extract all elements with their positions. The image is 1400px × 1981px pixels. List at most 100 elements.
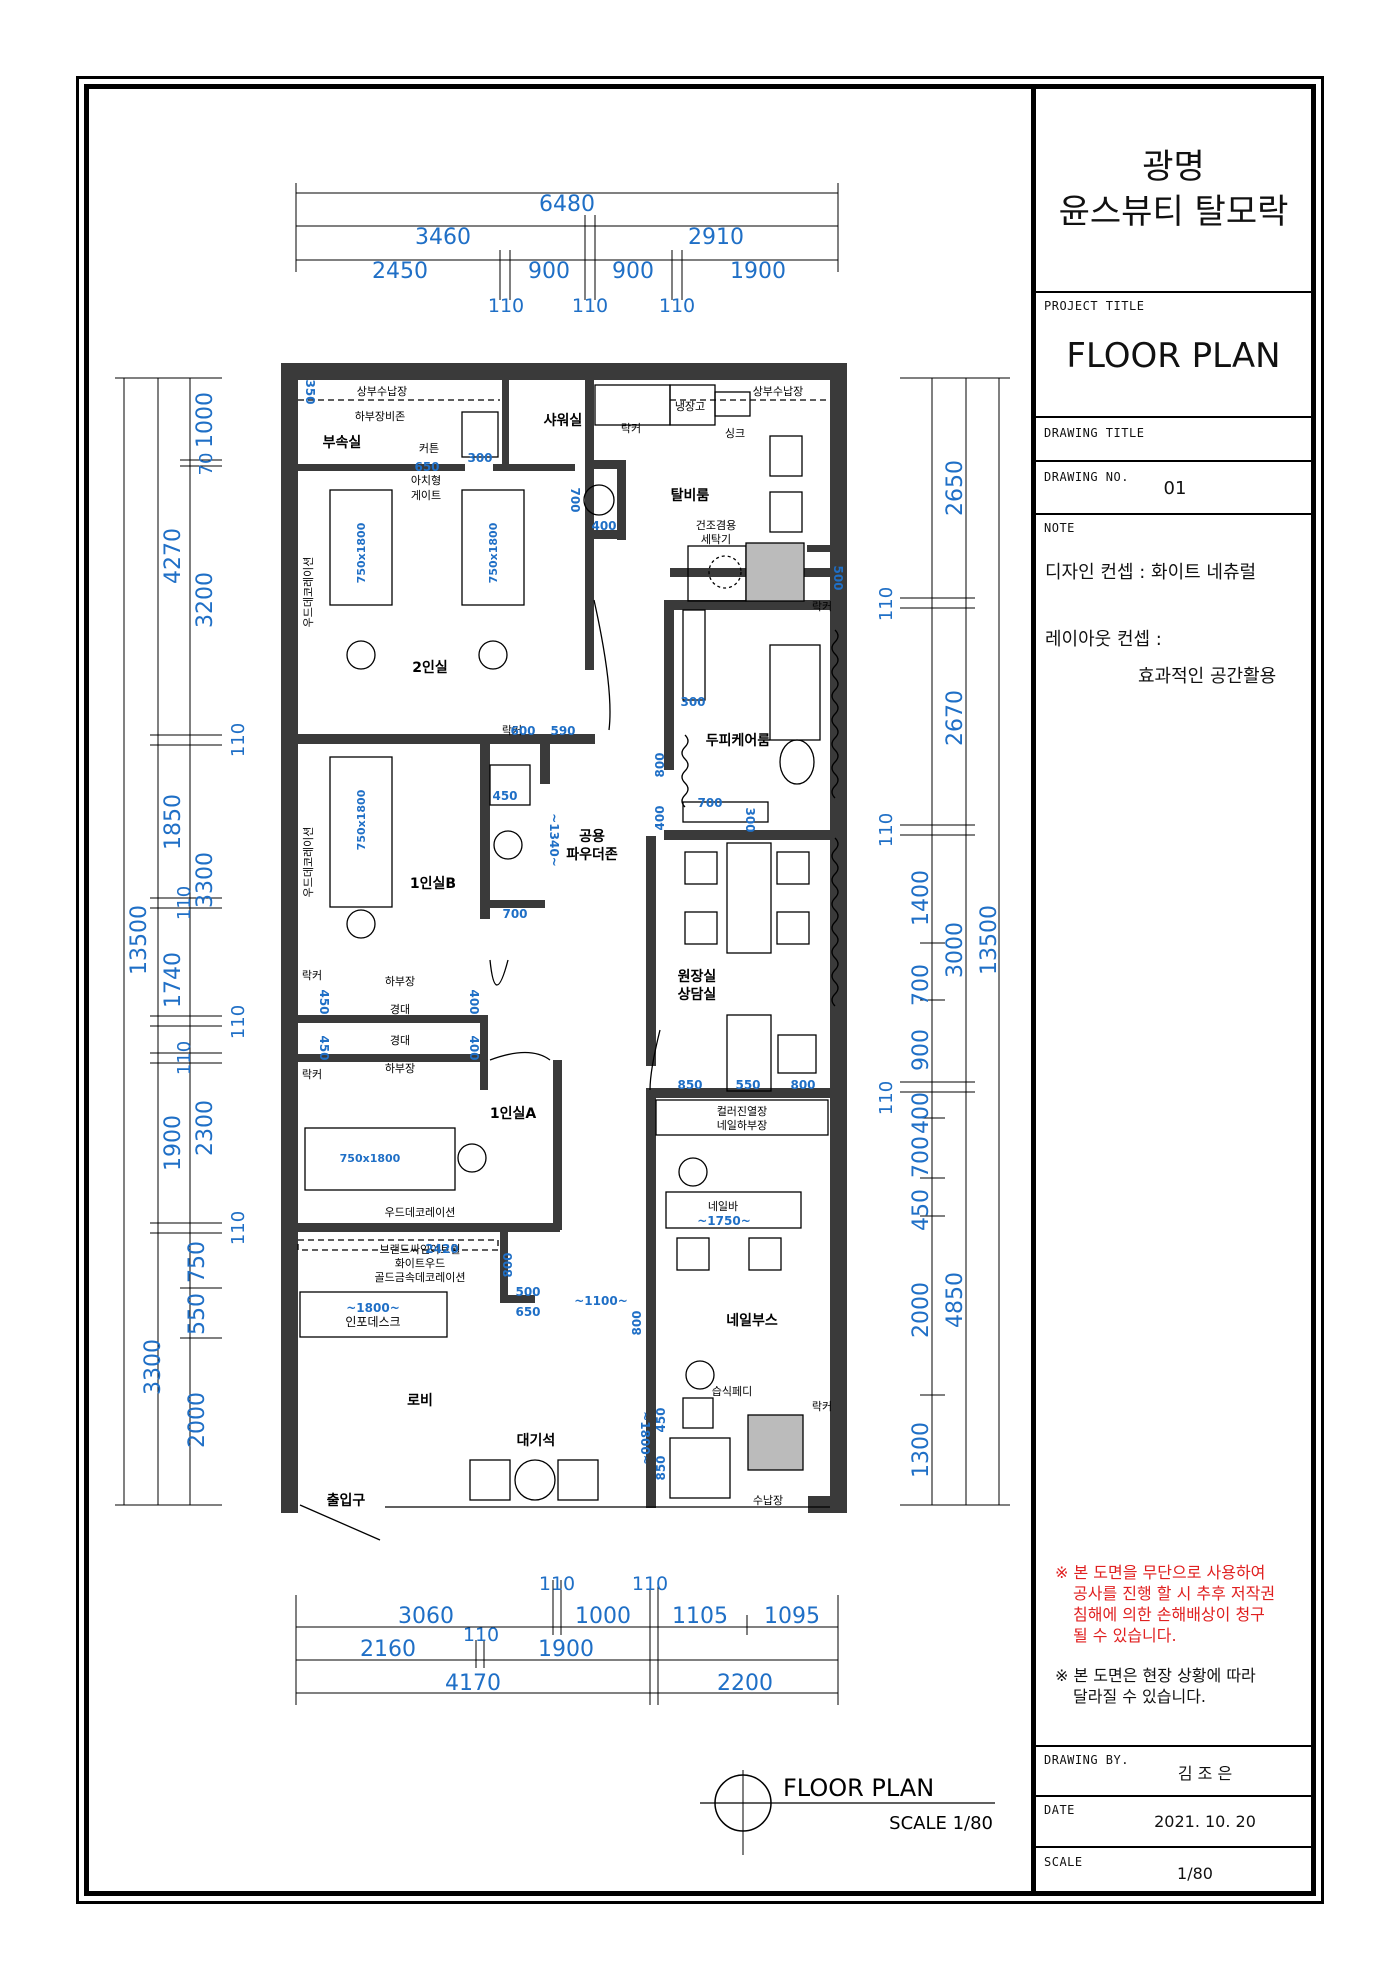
label-wood-deco: 우드데코레이션 (302, 827, 315, 898)
dim-left: 70 (196, 453, 217, 476)
title-block (1031, 84, 1316, 1896)
dim-bottom-seg: 4170 (445, 1671, 501, 1696)
dim-right-wall: 110 (876, 1081, 897, 1115)
dim-small: 700 (568, 487, 582, 512)
small-dimensions: 650 300 400 600 590 450 700 300 700 850 … (303, 379, 845, 1480)
room-nail: 네일부스 (726, 1313, 778, 1329)
notice-line: 달라질 수 있습니다. (1073, 1687, 1207, 1706)
scale-label: SCALE (1044, 1855, 1083, 1869)
dim-small: 2420 (425, 1242, 458, 1256)
room-office-2: 상담실 (678, 986, 717, 1003)
dim-small: 700 (502, 907, 527, 921)
label-locker: 락커 (502, 724, 522, 737)
dim-left-wall: 110 (174, 1041, 195, 1075)
dim-bottom-seg: 2160 (360, 1637, 416, 1662)
dim-right: 3000 (943, 922, 968, 978)
dim-top-right: 2910 (688, 225, 744, 250)
label-mirror: 경대 (390, 1034, 410, 1047)
dim-small: 800 (790, 1078, 815, 1092)
dim-right: 700 (909, 964, 934, 1006)
dimension-text-right: 13500 2650 110 2670 110 1400 700 3000 90… (876, 460, 1002, 1478)
title-block-divider (1036, 1795, 1311, 1797)
dim-right: 4850 (943, 1272, 968, 1328)
drawing-no-label: DRAWING NO. (1044, 470, 1129, 484)
plan-caption-scale: SCALE 1/80 (889, 1813, 993, 1834)
warning-line: ※ 본 도면을 무단으로 사용하여 (1055, 1563, 1266, 1582)
dim-top-total: 6480 (539, 192, 595, 217)
stool (478, 640, 508, 670)
dim-left: 3200 (193, 572, 218, 628)
dim-left: 1850 (161, 794, 186, 850)
dim-right: 1300 (909, 1422, 934, 1478)
label-lower-cabinet: 하부장 (385, 1061, 415, 1075)
room-care: 탈비룸 (671, 488, 710, 504)
warning-line: 될 수 있습니다. (1073, 1626, 1177, 1645)
dim-left-wall: 110 (174, 886, 195, 920)
dim-small: 600 (510, 724, 535, 738)
label-nail-cabinet: 네일하부장 (717, 1118, 768, 1132)
dim-small: 800 (653, 752, 667, 777)
dim-top-wall: 110 (659, 295, 695, 317)
dim-left: 3300 (141, 1339, 166, 1395)
room-scalp-care: 두피케어룸 (706, 732, 771, 749)
dim-left: 2000 (185, 1392, 210, 1448)
room-lobby: 로비 (407, 1393, 433, 1409)
note-layout-value: 효과적인 공간활용 (1138, 666, 1277, 687)
dim-small: 300 (680, 695, 705, 709)
dim-small: ~1800~ (638, 1411, 652, 1465)
room-entrance: 출입구 (327, 1492, 366, 1509)
dim-small: 500 (515, 1285, 540, 1299)
room-powder-2: 파우더존 (566, 847, 618, 863)
dim-right: 450 (909, 1189, 934, 1231)
stool (346, 640, 376, 670)
label-arch-gate: 아치형 (411, 474, 441, 487)
drawn-by-label: DRAWING BY. (1044, 1753, 1129, 1767)
dim-left: 3300 (193, 852, 218, 908)
label-washer: 세탁기 (701, 533, 731, 546)
dim-top-wall: 110 (572, 295, 608, 317)
dim-small: 400 (467, 989, 481, 1014)
label-color-display: 컬러진열장 (717, 1105, 768, 1118)
bed-size: 750x1800 (355, 789, 368, 850)
room-single-a: 1인실A (490, 1105, 537, 1122)
bed (329, 489, 393, 606)
note-layout-label: 레이아웃 컨셉 : (1045, 629, 1162, 650)
label-dryer: 건조겸용 (696, 519, 736, 532)
bed-sizes: 750x1800 750x1800 750x1800 750x1800 (340, 522, 500, 1165)
room-powder-1: 공용 (579, 829, 605, 845)
warning-line: 공사를 진행 할 시 추후 저작권 (1073, 1584, 1276, 1603)
dim-bottom-seg: 1095 (764, 1604, 820, 1629)
date-value: 2021. 10. 20 (1154, 1812, 1256, 1831)
room-waiting: 대기석 (517, 1433, 556, 1449)
dim-small: 650 (414, 460, 439, 474)
date-label: DATE (1044, 1803, 1075, 1817)
title-block-divider (1036, 416, 1311, 418)
dim-small: 650 (515, 1305, 540, 1319)
note-design-concept: 디자인 컨셉 : 화이트 네츄럴 (1045, 562, 1257, 583)
label-brand-wall: 브랜드싸인아트월 (380, 1243, 461, 1256)
bed-size: 750x1800 (487, 522, 500, 583)
dim-small: 850 (677, 1078, 702, 1092)
title-block-divider (1036, 291, 1311, 293)
label-lower-cabinet: 하부장비존 (355, 409, 406, 423)
dim-small: 700 (697, 796, 722, 810)
dim-top-seg: 900 (528, 259, 570, 284)
label-lower-cabinet: 하부장 (385, 974, 415, 988)
room-shower: 샤워실 (544, 413, 583, 429)
dim-top-left: 3460 (415, 225, 471, 250)
site-notice: ※ 본 도면은 현장 상황에 따라 달라질 수 있습니다. (1055, 1665, 1256, 1707)
dim-bottom-seg: 3060 (398, 1604, 454, 1629)
room-labels: 부속실 샤워실 탈비룸 2인실 두피케어룸 공용 파우더존 1인실B 원장실 상… (302, 385, 832, 1509)
dim-right-total: 13500 (977, 905, 1002, 975)
dim-small: 550 (735, 1078, 760, 1092)
drawing-no: 01 (1163, 478, 1187, 499)
outer-border (76, 76, 1324, 1904)
label-wood-deco: 우드데코레이션 (385, 1206, 456, 1219)
dimension-lines (115, 183, 1010, 1705)
label-locker: 락커 (621, 422, 641, 435)
dim-bottom-seg: 1000 (575, 1604, 631, 1629)
label-nail-bar: 네일바 (708, 1199, 738, 1213)
note-label: NOTE (1044, 521, 1075, 535)
dim-left-wall: 110 (228, 1211, 249, 1245)
dim-right: 900 (909, 1029, 934, 1071)
